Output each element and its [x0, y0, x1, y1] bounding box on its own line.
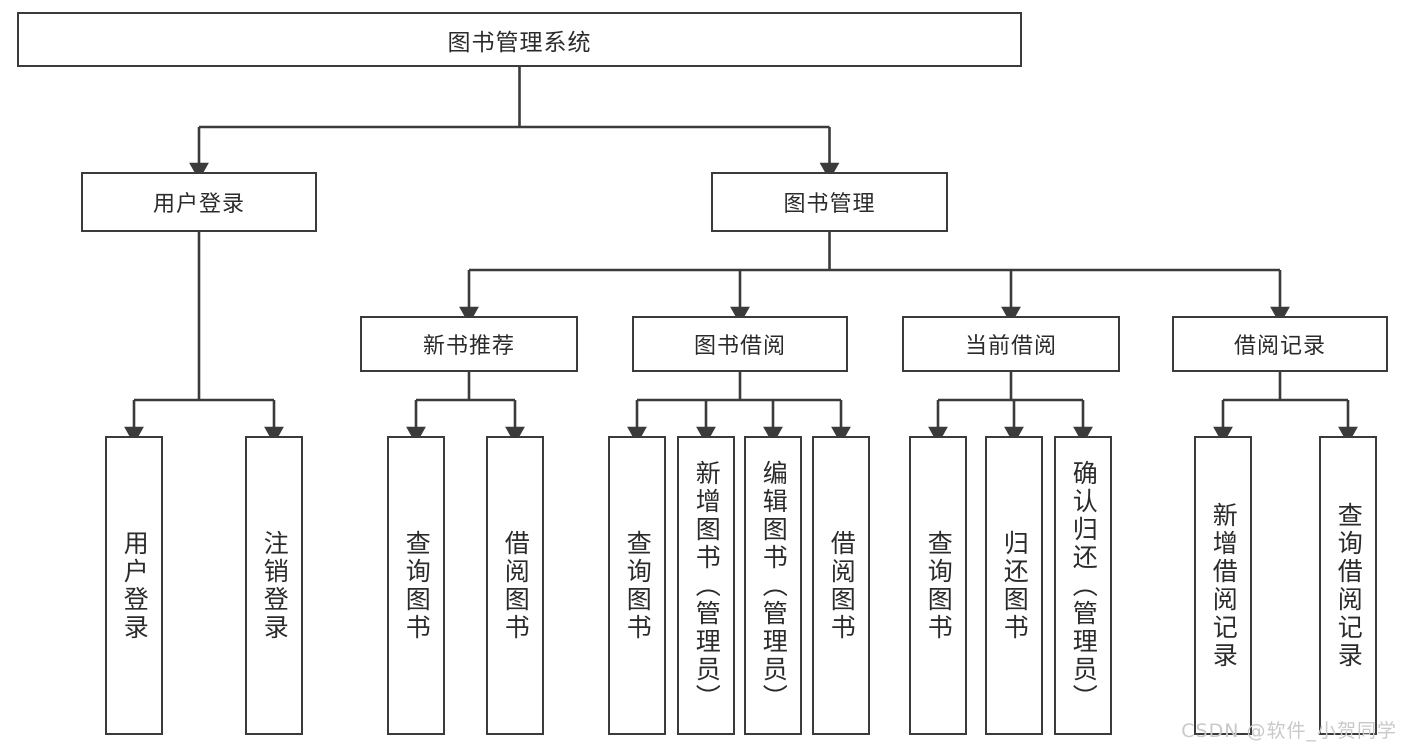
node-label: 借阅图书 [501, 529, 531, 642]
csdn-watermark: CSDN @软件_小贺同学 [1181, 720, 1397, 742]
node-leaf-confirm-return-admin[interactable]: 确认归还（管理员） [1054, 436, 1112, 735]
node-label: 借阅记录 [1233, 334, 1326, 359]
node-label: 图书管理 [783, 192, 876, 217]
node-label: 用户登录 [120, 529, 150, 642]
node-leaf-user-login[interactable]: 用户登录 [105, 436, 163, 735]
node-leaf-query-book-3[interactable]: 查询图书 [909, 436, 967, 735]
node-leaf-query-book-1[interactable]: 查询图书 [387, 436, 445, 735]
node-label: 编辑图书（管理员） [759, 459, 789, 712]
node-user-login[interactable]: 用户登录 [81, 172, 317, 232]
node-label: 图书管理系统 [447, 29, 592, 56]
node-label: 确认归还（管理员） [1069, 459, 1099, 712]
node-borrow-record[interactable]: 借阅记录 [1172, 316, 1388, 372]
node-label: 查询图书 [402, 529, 432, 642]
node-leaf-borrow-book-1[interactable]: 借阅图书 [486, 436, 544, 735]
node-leaf-edit-book-admin[interactable]: 编辑图书（管理员） [744, 436, 802, 735]
node-current-borrow[interactable]: 当前借阅 [902, 316, 1120, 372]
node-leaf-add-book-admin[interactable]: 新增图书（管理员） [677, 436, 735, 735]
node-label: 新增图书（管理员） [692, 459, 722, 712]
node-label: 新书推荐 [422, 334, 515, 359]
node-leaf-add-borrow-record[interactable]: 新增借阅记录 [1194, 436, 1252, 735]
node-leaf-borrow-book-2[interactable]: 借阅图书 [812, 436, 870, 735]
node-label: 新增借阅记录 [1209, 501, 1239, 670]
node-new-book-recommend[interactable]: 新书推荐 [360, 316, 578, 372]
node-leaf-return-book[interactable]: 归还图书 [985, 436, 1043, 735]
node-label: 归还图书 [1000, 529, 1030, 642]
node-label: 查询图书 [924, 529, 954, 642]
node-label: 借阅图书 [827, 529, 857, 642]
node-label: 用户登录 [152, 192, 245, 217]
node-label: 注销登录 [260, 529, 290, 642]
node-root-system[interactable]: 图书管理系统 [17, 12, 1022, 67]
node-label: 查询借阅记录 [1334, 501, 1364, 670]
node-book-manage[interactable]: 图书管理 [711, 172, 948, 232]
node-leaf-user-logout[interactable]: 注销登录 [245, 436, 303, 735]
node-book-borrow[interactable]: 图书借阅 [632, 316, 848, 372]
node-label: 当前借阅 [964, 334, 1057, 359]
node-leaf-query-book-2[interactable]: 查询图书 [608, 436, 666, 735]
node-leaf-query-borrow-record[interactable]: 查询借阅记录 [1319, 436, 1377, 735]
node-label: 图书借阅 [693, 334, 786, 359]
node-label: 查询图书 [623, 529, 653, 642]
